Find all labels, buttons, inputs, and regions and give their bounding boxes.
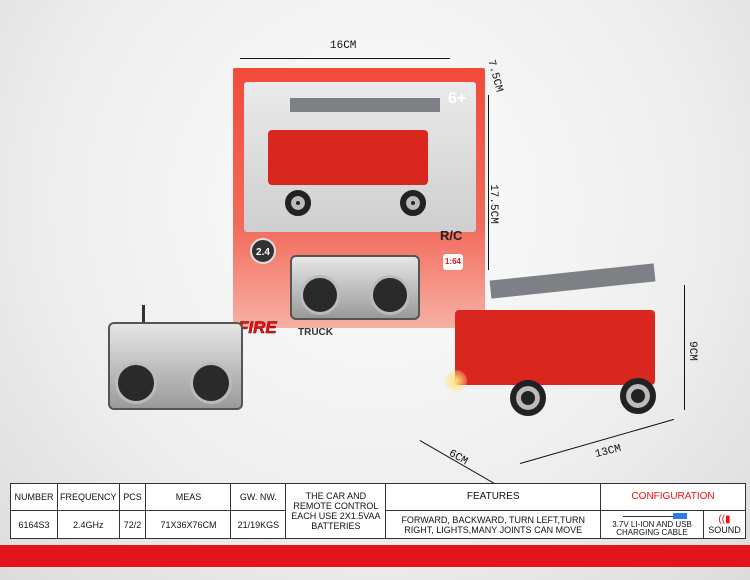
logo-title: FIRE (238, 318, 277, 338)
truck-ladder (489, 263, 656, 299)
dim-line-car-height (684, 285, 685, 410)
wheel (400, 190, 426, 216)
header-meas: MEAS (145, 483, 232, 511)
headlight (445, 370, 467, 392)
speaker-icon: ((▮ (718, 513, 731, 525)
config-sound: ((▮ SOUND (702, 510, 747, 539)
header-frequency: FREQUENCY (56, 483, 120, 511)
dim-box-width: 16CM (330, 40, 357, 52)
speaker (370, 275, 410, 315)
value-number: 6164S3 (10, 510, 58, 539)
wheel (510, 380, 546, 416)
header-features: FEATURES (385, 483, 602, 511)
battery-note-line: EACH USE 2X1.5VAA (291, 511, 381, 521)
age-badge: 6+ (448, 90, 467, 107)
battery-note-line: REMOTE CONTROL (293, 501, 379, 511)
value-meas: 71X36X76CM (145, 510, 232, 539)
rc-label: R/C (440, 228, 463, 243)
header-configuration: CONFIGURATION (600, 483, 746, 511)
dim-line-width (240, 58, 450, 59)
wheel (620, 378, 656, 414)
config-cable-label: 3.7V LI-ION AND USB CHARGING CABLE (612, 519, 692, 537)
speaker (190, 362, 232, 404)
value-frequency: 2.4GHz (56, 510, 120, 539)
config-sound-label: SOUND (708, 524, 741, 535)
speaker (300, 275, 340, 315)
header-pcs: PCS (118, 483, 147, 511)
box-truck (268, 130, 428, 185)
header-weight: GW. NW. (230, 483, 287, 511)
bottom-stripe (0, 545, 750, 567)
config-cable: 3.7V LI-ION AND USB CHARGING CABLE (600, 510, 704, 539)
box-truck-ladder (290, 98, 440, 112)
scale-badge: 1:64 (443, 254, 463, 270)
frequency-badge: 2.4 (250, 238, 276, 264)
logo-subtitle: TRUCK (298, 327, 333, 338)
header-number: NUMBER (10, 483, 58, 511)
battery-note-line: BATTERIES (311, 521, 361, 531)
wheel (285, 190, 311, 216)
battery-note: THE CAR AND REMOTE CONTROL EACH USE 2X1.… (285, 483, 387, 539)
dim-car-length: 13CM (593, 442, 623, 462)
dim-car-height: 9CM (685, 341, 698, 361)
dim-line-height (488, 95, 489, 270)
dim-box-height: 17.5CM (486, 184, 499, 224)
value-features: FORWARD, BACKWARD, TURN LEFT,TURN RIGHT,… (385, 510, 602, 539)
battery-note-line: THE CAR AND (305, 491, 367, 501)
fire-truck (455, 310, 655, 385)
dim-car-width: 6CM (446, 447, 470, 469)
dim-box-depth: 7.5CM (484, 58, 505, 94)
speaker (115, 362, 157, 404)
spec-table: NUMBER FREQUENCY PCS MEAS GW. NW. THE CA… (10, 483, 747, 539)
antenna (142, 305, 145, 325)
value-weight: 21/19KGS (230, 510, 287, 539)
value-pcs: 72/2 (118, 510, 147, 539)
usb-cable-icon (603, 512, 701, 521)
